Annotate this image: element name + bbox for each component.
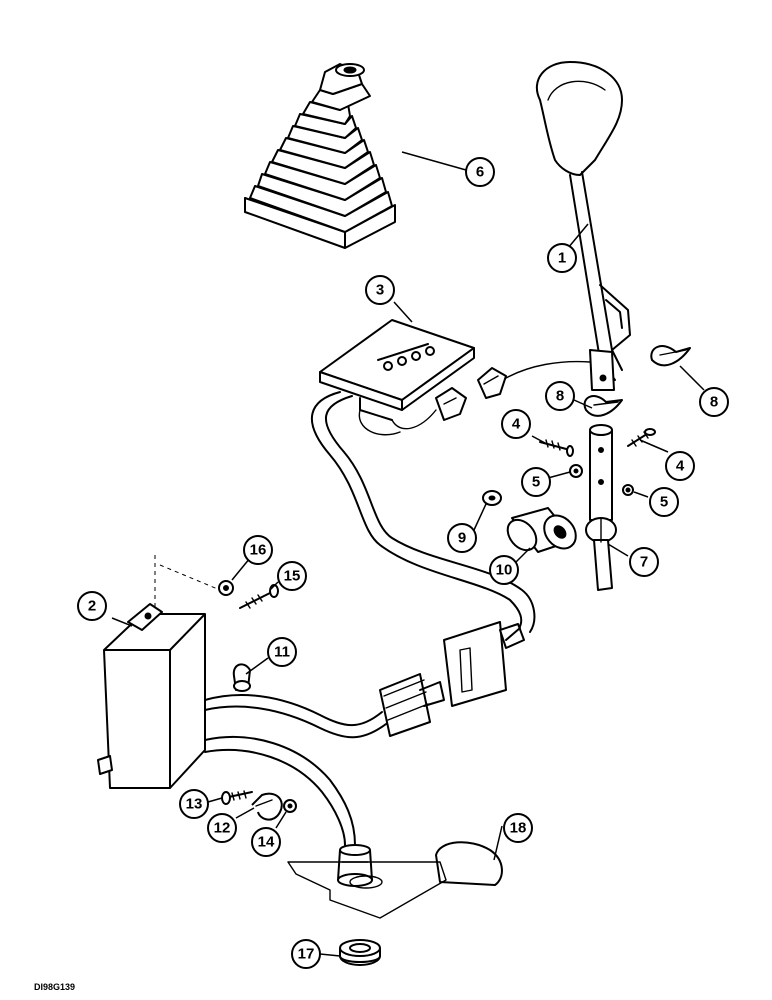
gaiter-boot	[244, 63, 396, 249]
svg-text:5: 5	[660, 494, 668, 511]
lever-shaft	[585, 424, 617, 591]
callout-16: 16	[243, 535, 273, 565]
svg-text:16: 16	[250, 542, 267, 559]
screw-4-right	[627, 428, 656, 447]
nut-5-right	[622, 484, 634, 496]
svg-text:14: 14	[258, 834, 275, 851]
callout-4-left: 4	[501, 409, 531, 439]
wiring-harness	[310, 360, 591, 633]
callout-14: 14	[251, 827, 281, 857]
clip-lower	[583, 395, 623, 417]
washer-16	[218, 580, 234, 596]
module-connector	[379, 673, 445, 737]
svg-text:8: 8	[556, 388, 564, 405]
svg-text:15: 15	[284, 568, 301, 585]
callout-12: 12	[207, 813, 237, 843]
callout-5-left: 5	[521, 467, 551, 497]
svg-text:18: 18	[510, 820, 527, 837]
lock-nut	[339, 939, 381, 966]
leader-lines	[111, 151, 705, 957]
callout-7: 7	[629, 547, 659, 577]
cable-clip	[251, 792, 283, 821]
svg-text:4: 4	[676, 458, 685, 475]
svg-text:9: 9	[458, 530, 466, 547]
callout-13: 13	[179, 789, 209, 819]
cover-plate	[435, 841, 503, 886]
svg-text:17: 17	[298, 946, 315, 963]
callout-9: 9	[447, 523, 477, 553]
callout-8-right: 8	[699, 387, 729, 417]
callout-3: 3	[365, 275, 395, 305]
callout-18: 18	[503, 813, 533, 843]
svg-text:2: 2	[88, 598, 96, 615]
callout-2: 2	[77, 591, 107, 621]
round-plug	[337, 844, 373, 887]
svg-text:8: 8	[710, 394, 718, 411]
svg-text:3: 3	[376, 282, 384, 299]
svg-text:4: 4	[512, 416, 521, 433]
control-module	[97, 555, 221, 789]
svg-text:10: 10	[496, 562, 513, 579]
callout-6: 6	[465, 157, 495, 187]
gear-lever	[535, 61, 631, 391]
sleeve	[506, 507, 577, 553]
indicator-panel	[319, 319, 475, 421]
svg-text:12: 12	[214, 820, 231, 837]
screw-15	[239, 584, 279, 609]
panel-connector	[435, 387, 467, 421]
grommet	[232, 663, 251, 692]
floor-plate	[287, 861, 447, 919]
harness-connector	[443, 621, 525, 707]
callout-11: 11	[267, 637, 297, 667]
svg-text:5: 5	[532, 474, 540, 491]
screw-13	[221, 790, 253, 805]
callout-4-right: 4	[665, 451, 695, 481]
clip-upper	[650, 345, 691, 367]
nut-14	[283, 799, 297, 813]
callout-5-right: 5	[649, 487, 679, 517]
callout-8-center: 8	[545, 381, 575, 411]
callout-10: 10	[489, 555, 519, 585]
svg-text:7: 7	[640, 554, 648, 571]
callout-15: 15	[277, 561, 307, 591]
drawing-code: DI98G139	[34, 982, 75, 992]
module-cables	[204, 694, 387, 846]
washer	[482, 490, 502, 506]
callout-1: 1	[547, 243, 577, 273]
svg-text:6: 6	[476, 164, 484, 181]
svg-text:1: 1	[558, 250, 566, 267]
svg-text:13: 13	[186, 796, 203, 813]
svg-text:11: 11	[274, 644, 290, 661]
screw-4-left	[539, 439, 574, 457]
nut-5-left	[569, 464, 583, 478]
lever-connector	[477, 367, 507, 399]
callout-17: 17	[291, 939, 321, 969]
